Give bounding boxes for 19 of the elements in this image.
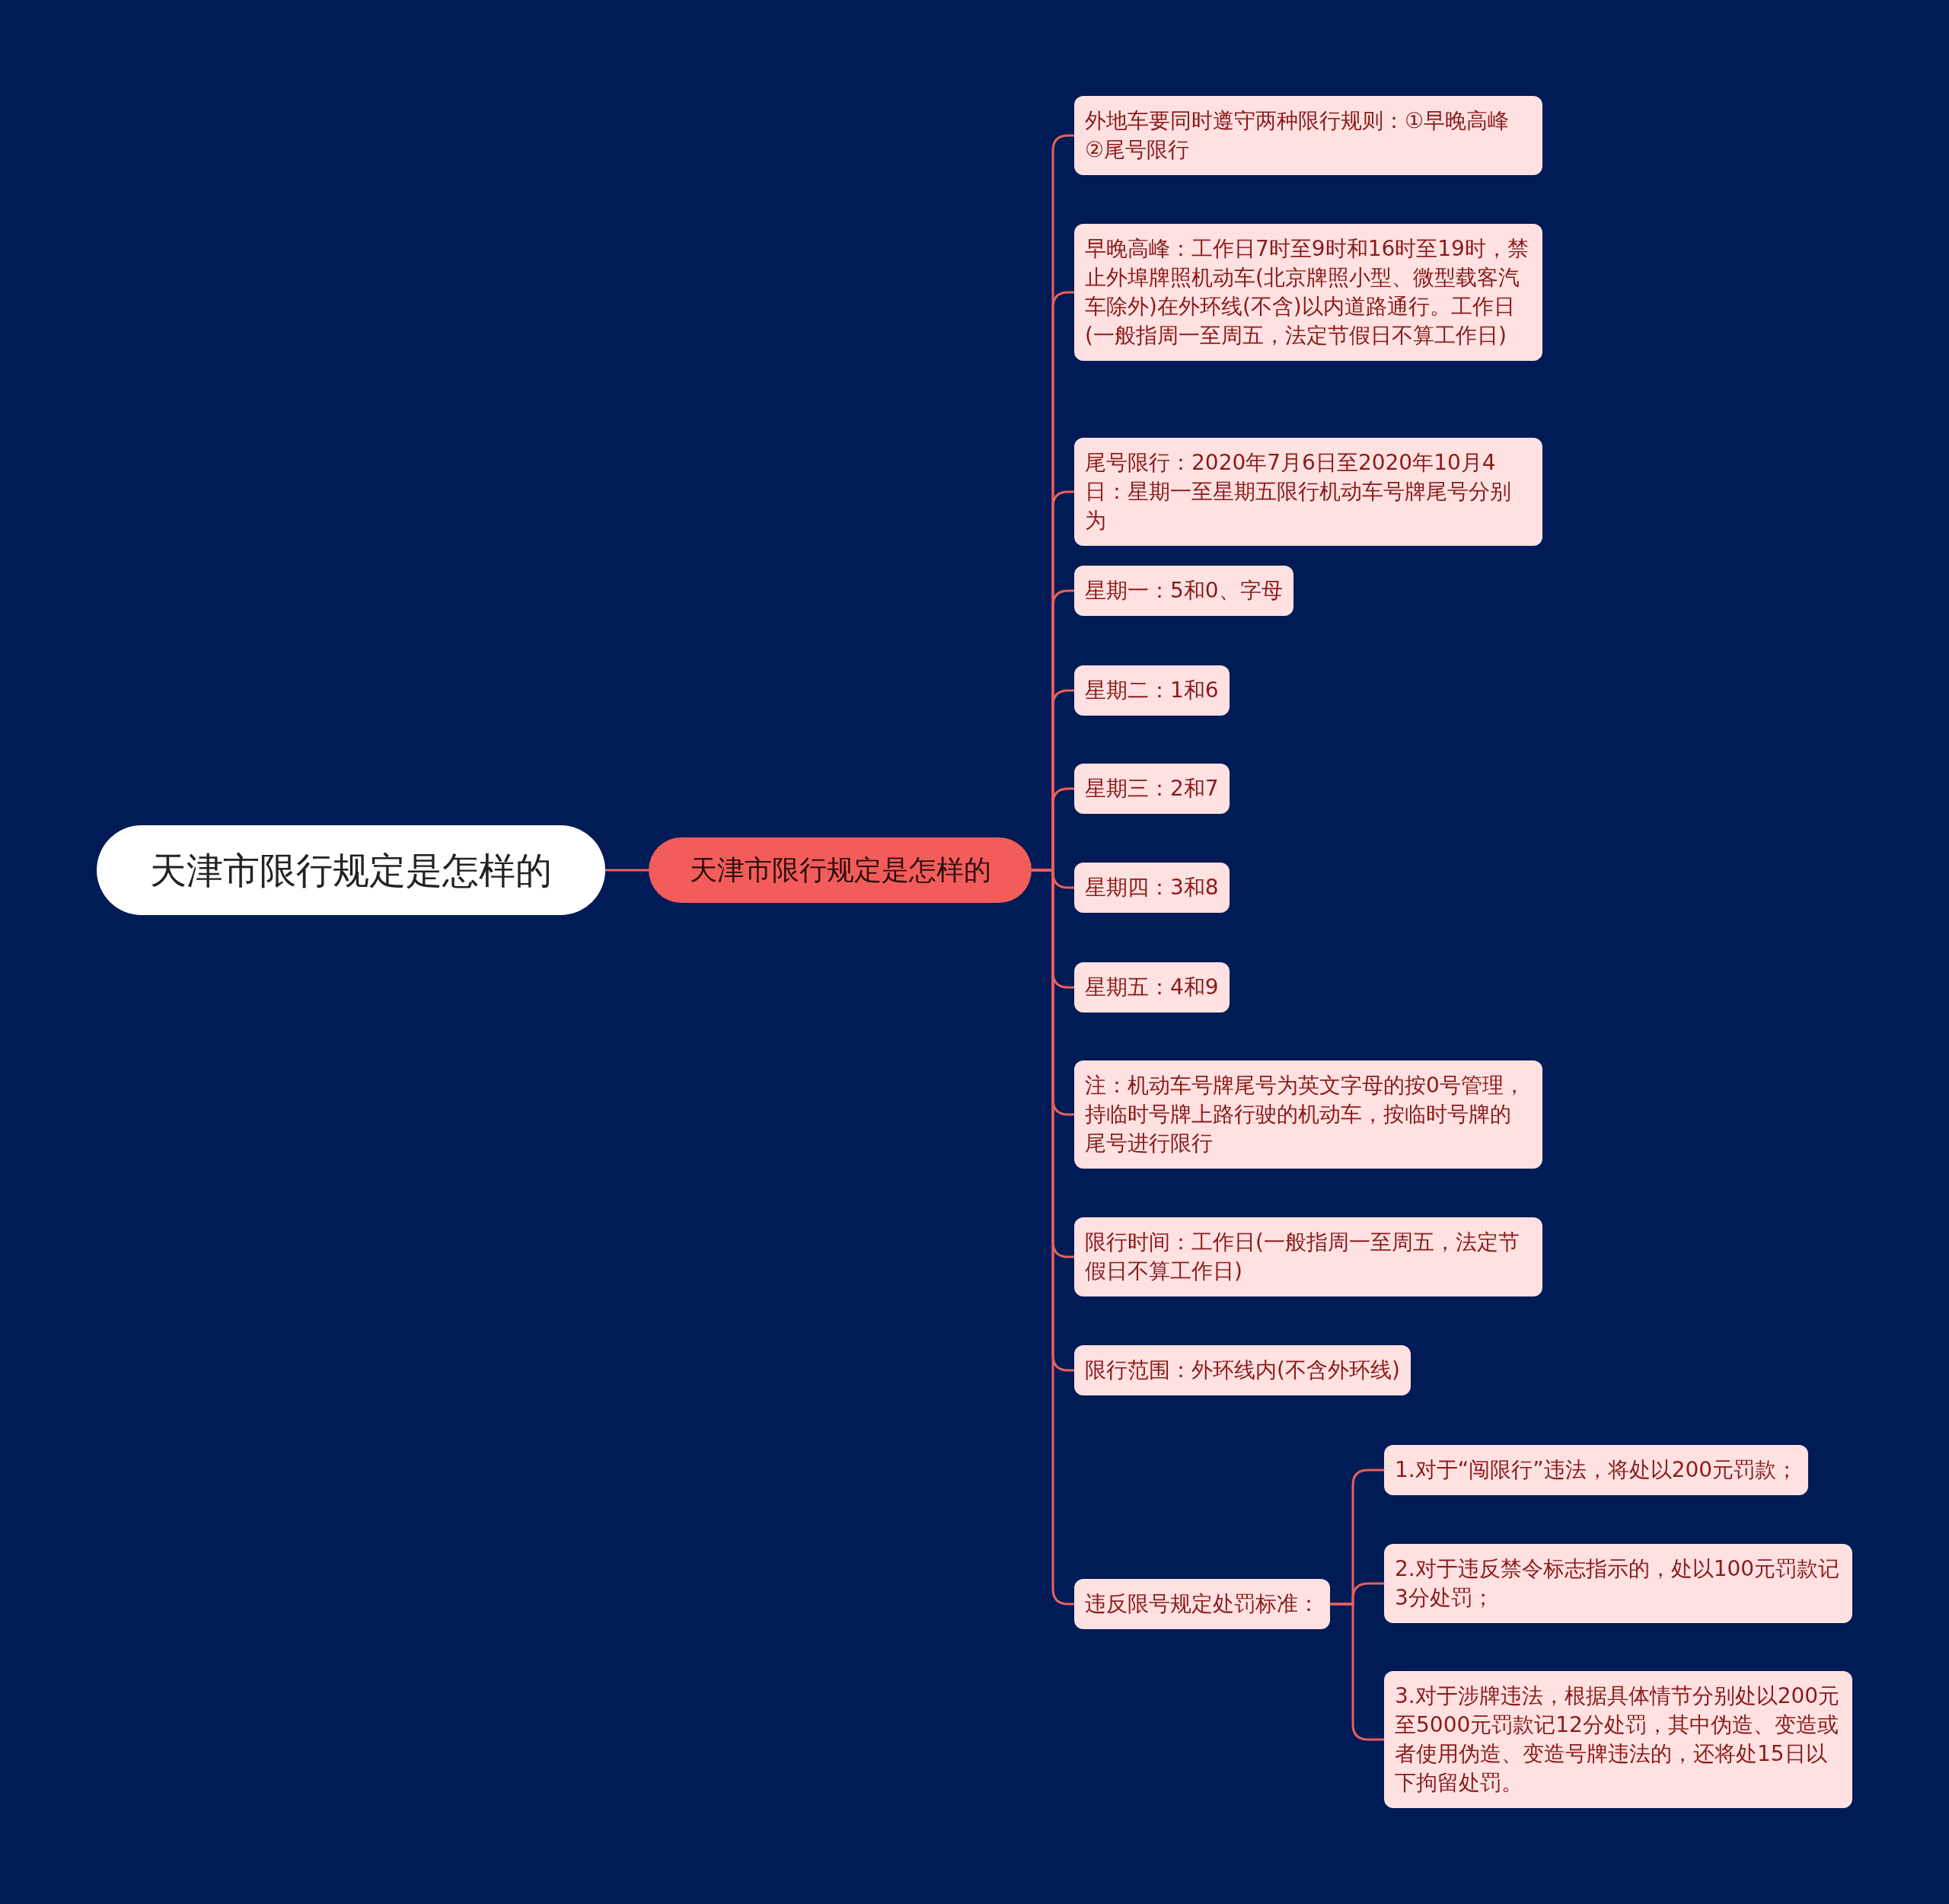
topic-box: 注：机动车号牌尾号为英文字母的按0号管理，持临时号牌上路行驶的机动车，按临时号牌的尾号进行限行 [1074,1060,1542,1169]
topic-box: 违反限号规定处罚标准： [1074,1579,1330,1629]
connector-line [1330,1603,1384,1741]
topic-box: 尾号限行：2020年7月6日至2020年10月4日：星期一至星期五限行机动车号牌尾号分别为 [1074,438,1542,546]
topic-box: 星期三：2和7 [1074,764,1230,814]
root-topic-pill: 天津市限行规定是怎样的 [97,825,605,915]
topic-box: 1.对于“闯限行”违法，将处以200元罚款； [1384,1445,1809,1495]
topic-box: 2.对于违反禁令标志指示的，处以100元罚款记3分处罚； [1384,1544,1852,1623]
topic-box: 星期一：5和0、字母 [1074,566,1293,616]
topic-box: 早晚高峰：工作日7时至9时和16时至19时，禁止外埠牌照机动车(北京牌照小型、微型载客汽车除外)在外环线(不含)以内道路通行。工作日(一般指周一至周五，法定节假日不算工作日) [1074,224,1542,361]
topic-box: 外地车要同时遵守两种限行规则：①早晚高峰 ②尾号限行 [1074,96,1542,175]
topic-box: 星期二：1和6 [1074,665,1230,716]
main-topic-pill: 天津市限行规定是怎样的 [649,837,1032,903]
topic-box: 3.对于涉牌违法，根据具体情节分别处以200元至5000元罚款记12分处罚，其中伪造、变造或者使用伪造、变造号牌违法的，还将处15日以下拘留处罚。 [1384,1671,1852,1808]
connector-line [605,869,649,872]
topic-box: 星期五：4和9 [1074,962,1230,1013]
topic-box: 限行时间：工作日(一般指周一至周五，法定节假日不算工作日) [1074,1217,1542,1296]
topic-box: 星期四：3和8 [1074,863,1230,913]
topic-box: 限行范围：外环线内(不含外环线) [1074,1345,1411,1395]
